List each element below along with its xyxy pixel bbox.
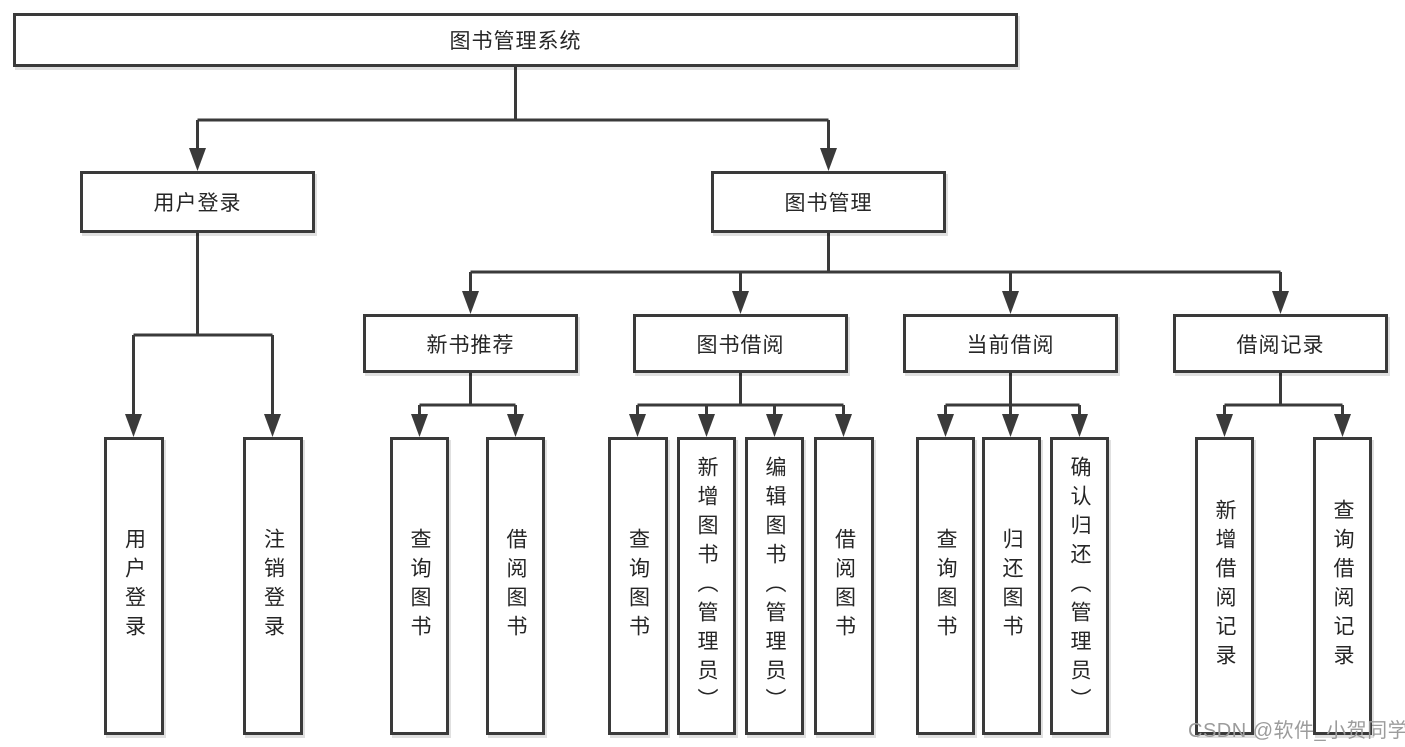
leaf-edit-book-admin: 编辑图书（管理员） (745, 437, 804, 735)
leaf-confirm-return-admin: 确认归还（管理员） (1050, 437, 1109, 735)
arrow-down-icon (264, 414, 281, 437)
arrow-down-icon (1002, 414, 1019, 437)
arrow-down-icon (1216, 414, 1233, 437)
leaf-borrow-books-recommend: 借阅图书 (486, 437, 545, 735)
arrow-down-icon (937, 414, 954, 437)
arrow-down-icon (835, 414, 852, 437)
leaf-user-login: 用户登录 (104, 437, 164, 735)
watermark: CSDN @软件_小贺同学 (1188, 720, 1405, 742)
node-current-borrowing: 当前借阅 (903, 314, 1118, 373)
arrow-down-icon (1071, 414, 1088, 437)
arrow-down-icon (1272, 291, 1289, 314)
leaf-add-borrow-record: 新增借阅记录 (1195, 437, 1254, 735)
node-borrowing-records: 借阅记录 (1173, 314, 1388, 373)
arrow-down-icon (629, 414, 646, 437)
arrow-down-icon (411, 414, 428, 437)
arrow-down-icon (462, 291, 479, 314)
node-root-system: 图书管理系统 (13, 13, 1018, 67)
leaf-query-borrow-record: 查询借阅记录 (1313, 437, 1372, 735)
arrow-down-icon (698, 414, 715, 437)
arrow-down-icon (1002, 291, 1019, 314)
arrow-down-icon (125, 414, 142, 437)
node-book-management: 图书管理 (711, 171, 946, 233)
leaf-query-books-recommend: 查询图书 (390, 437, 449, 735)
arrow-down-icon (507, 414, 524, 437)
leaf-query-books-borrowing: 查询图书 (608, 437, 668, 735)
leaf-query-books-current: 查询图书 (916, 437, 975, 735)
arrow-down-icon (1334, 414, 1351, 437)
leaf-add-book-admin: 新增图书（管理员） (677, 437, 736, 735)
node-book-management-label: 图书管理 (784, 192, 873, 215)
arrow-down-icon (766, 414, 783, 437)
arrow-down-icon (732, 291, 749, 314)
arrow-down-icon (820, 148, 837, 171)
node-book-borrowing: 图书借阅 (633, 314, 848, 373)
leaf-return-books: 归还图书 (982, 437, 1041, 735)
node-new-book-recommendation: 新书推荐 (363, 314, 578, 373)
leaf-borrow-books-borrowing: 借阅图书 (814, 437, 874, 735)
arrow-down-icon (189, 148, 206, 171)
node-user-login-label: 用户登录 (153, 192, 242, 215)
node-root-label: 图书管理系统 (449, 30, 582, 53)
leaf-logout: 注销登录 (243, 437, 303, 735)
node-user-login: 用户登录 (80, 171, 315, 233)
